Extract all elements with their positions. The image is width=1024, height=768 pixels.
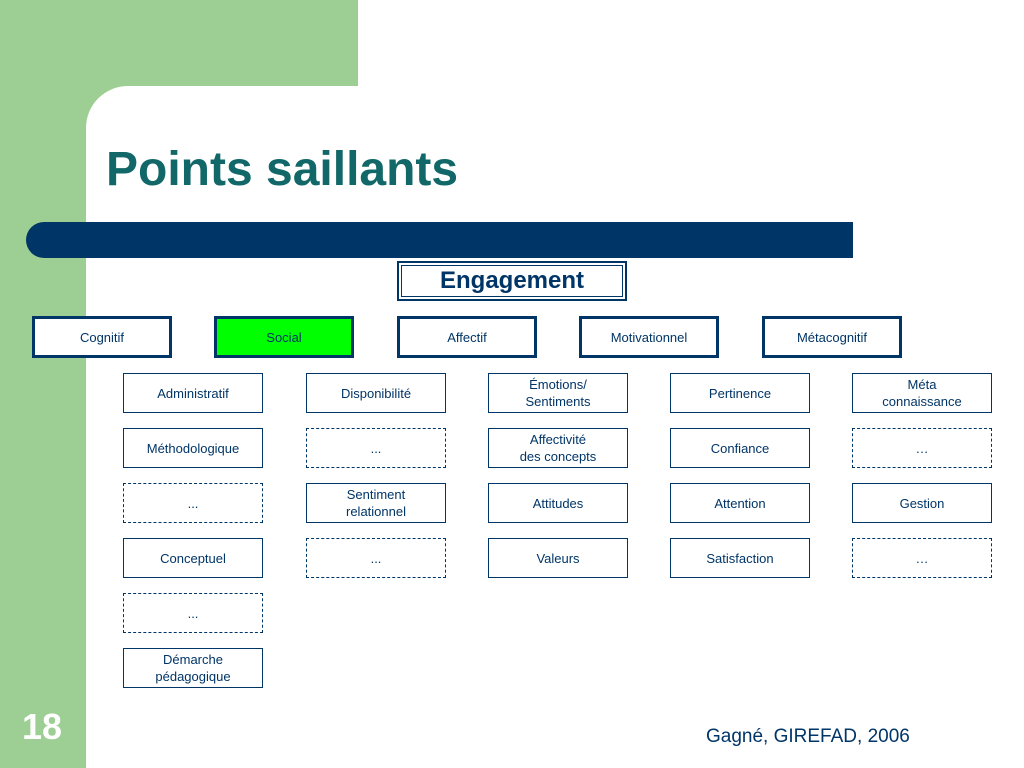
item-3-2: Attention (670, 483, 810, 523)
item-0-0: Administratif (123, 373, 263, 413)
item-1-0: Disponibilité (306, 373, 446, 413)
category-2: Affectif (397, 316, 537, 358)
item-3-3: Satisfaction (670, 538, 810, 578)
slide-title: Points saillants (106, 143, 459, 196)
slide-number: 18 (22, 706, 63, 747)
item-1-1: ... (306, 428, 446, 468)
item-1-3: ... (306, 538, 446, 578)
item-2-2: Attitudes (488, 483, 628, 523)
item-4-3: … (852, 538, 992, 578)
item-3-0: Pertinence (670, 373, 810, 413)
category-3: Motivationnel (579, 316, 719, 358)
item-0-1: Méthodologique (123, 428, 263, 468)
source-credit: Gagné, GIREFAD, 2006 (706, 726, 910, 747)
item-4-1: … (852, 428, 992, 468)
category-0: Cognitif (32, 316, 172, 358)
root-node-engagement: Engagement (397, 261, 627, 301)
item-0-4: ... (123, 593, 263, 633)
item-2-0: Émotions/Sentiments (488, 373, 628, 413)
item-4-2: Gestion (852, 483, 992, 523)
background-green-strip (0, 0, 86, 768)
title-underline-bar (26, 222, 853, 258)
item-3-1: Confiance (670, 428, 810, 468)
item-2-3: Valeurs (488, 538, 628, 578)
category-4: Métacognitif (762, 316, 902, 358)
item-0-3: Conceptuel (123, 538, 263, 578)
item-0-2: ... (123, 483, 263, 523)
category-1: Social (214, 316, 354, 358)
